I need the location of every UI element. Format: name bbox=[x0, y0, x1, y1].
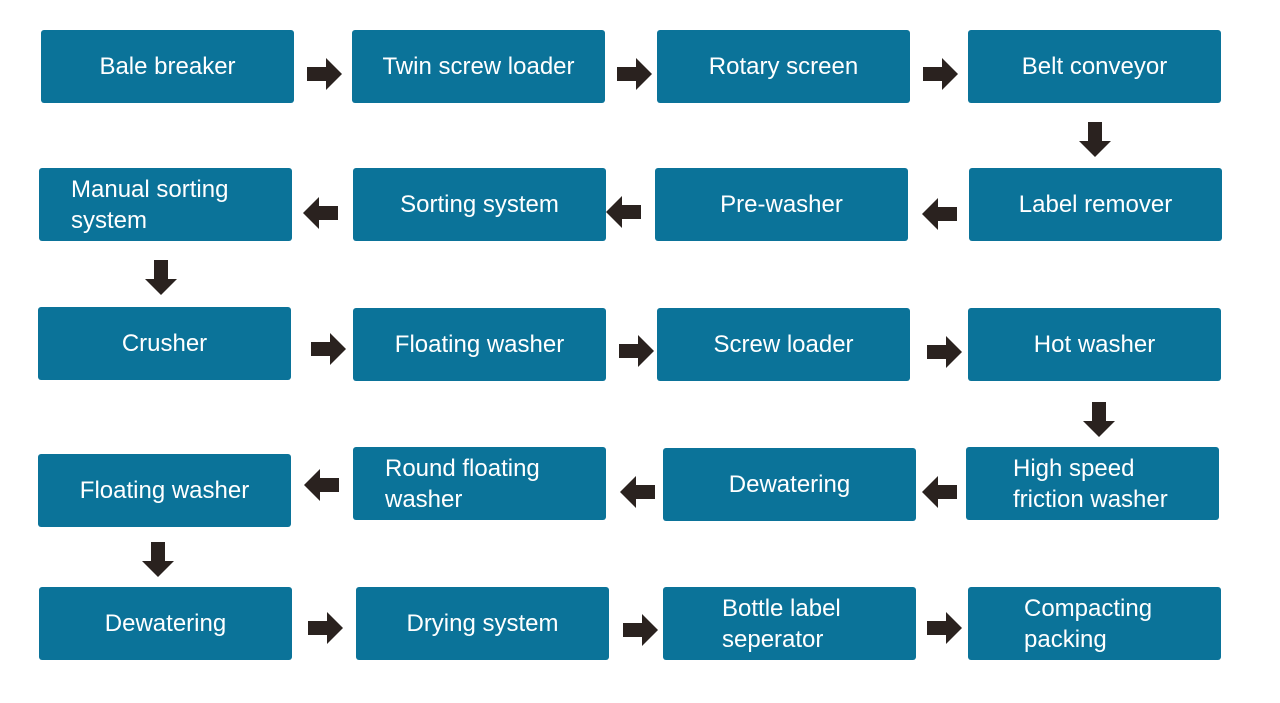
step-label: Round floating washer bbox=[385, 454, 540, 513]
step-label: Bottle label seperator bbox=[722, 594, 841, 653]
step-crusher: Crusher bbox=[38, 307, 291, 380]
arrow-down-icon bbox=[138, 539, 178, 579]
step-pre-washer: Pre-washer bbox=[655, 168, 908, 241]
arrow-right-icon bbox=[924, 332, 964, 372]
arrow-left-icon bbox=[604, 192, 644, 232]
step-floating-washer-2: Floating washer bbox=[38, 454, 291, 527]
step-rotary-screen: Rotary screen bbox=[657, 30, 910, 103]
step-sorting-system: Sorting system bbox=[353, 168, 606, 241]
step-label: Label remover bbox=[1018, 191, 1173, 218]
step-drying-system: Drying system bbox=[356, 587, 609, 660]
step-label: Belt conveyor bbox=[1021, 53, 1168, 80]
step-screw-loader: Screw loader bbox=[657, 308, 910, 381]
step-label: Dewatering bbox=[104, 610, 227, 637]
arrow-right-icon bbox=[616, 331, 656, 371]
step-floating-washer: Floating washer bbox=[353, 308, 606, 381]
arrow-left-icon bbox=[618, 472, 658, 512]
arrow-right-icon bbox=[924, 608, 964, 648]
step-dewatering-2: Dewatering bbox=[39, 587, 292, 660]
step-label: Rotary screen bbox=[708, 53, 859, 80]
step-label: Floating washer bbox=[79, 477, 250, 504]
arrow-right-icon bbox=[614, 54, 654, 94]
arrow-left-icon bbox=[920, 194, 960, 234]
step-label: Crusher bbox=[121, 330, 208, 357]
step-label-remover: Label remover bbox=[969, 168, 1222, 241]
step-manual-sorting-system: Manual sorting system bbox=[39, 168, 292, 241]
step-label: Dewatering bbox=[728, 471, 851, 498]
step-label: Sorting system bbox=[400, 191, 559, 218]
step-hot-washer: Hot washer bbox=[968, 308, 1221, 381]
step-bale-breaker: Bale breaker bbox=[41, 30, 294, 103]
step-label: Pre-washer bbox=[720, 191, 843, 218]
arrow-left-icon bbox=[302, 465, 342, 505]
step-high-speed-friction-washer: High speed friction washer bbox=[966, 447, 1219, 520]
step-dewatering: Dewatering bbox=[663, 448, 916, 521]
step-bottle-label-seperator: Bottle label seperator bbox=[663, 587, 916, 660]
step-label: Screw loader bbox=[713, 331, 854, 358]
arrow-right-icon bbox=[920, 54, 960, 94]
arrow-right-icon bbox=[305, 608, 345, 648]
arrow-down-icon bbox=[141, 257, 181, 297]
arrow-right-icon bbox=[304, 54, 344, 94]
step-belt-conveyor: Belt conveyor bbox=[968, 30, 1221, 103]
step-label: Compacting packing bbox=[1024, 594, 1153, 653]
arrow-left-icon bbox=[920, 472, 960, 512]
step-label: Manual sorting system bbox=[71, 175, 229, 234]
arrow-down-icon bbox=[1079, 399, 1119, 439]
step-label: Bale breaker bbox=[99, 53, 236, 80]
arrow-down-icon bbox=[1075, 119, 1115, 159]
arrow-right-icon bbox=[620, 610, 660, 650]
step-twin-screw-loader: Twin screw loader bbox=[352, 30, 605, 103]
step-label: Hot washer bbox=[1033, 331, 1156, 358]
step-label: Twin screw loader bbox=[382, 53, 575, 80]
arrow-right-icon bbox=[308, 329, 348, 369]
step-round-floating-washer: Round floating washer bbox=[353, 447, 606, 520]
step-label: Drying system bbox=[406, 610, 559, 637]
step-label: High speed friction washer bbox=[1013, 454, 1168, 513]
arrow-left-icon bbox=[301, 193, 341, 233]
step-compacting-packing: Compacting packing bbox=[968, 587, 1221, 660]
step-label: Floating washer bbox=[394, 331, 565, 358]
